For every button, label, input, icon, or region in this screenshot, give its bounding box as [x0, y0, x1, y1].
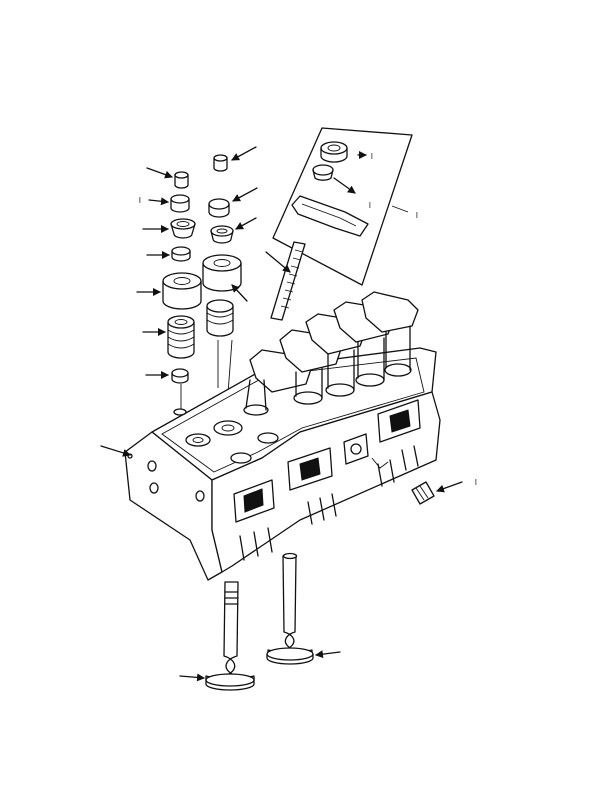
arrow-stud	[265, 251, 291, 273]
arrow-plug	[436, 481, 463, 493]
intake-stubs	[239, 445, 419, 561]
arrow-intake-valve	[179, 673, 205, 682]
callout-label-5: l	[475, 478, 477, 487]
inset-pivot-ball	[312, 164, 334, 181]
callout-label-2: l	[369, 201, 371, 210]
valve-seal-left	[170, 194, 190, 213]
callout-label-4: l	[139, 196, 141, 205]
spring-damper-right	[202, 254, 242, 292]
bolt-hole-1	[173, 408, 187, 416]
cylinder-head-block	[124, 291, 441, 581]
rocker-arm-5	[361, 291, 419, 377]
arrow-head-block	[100, 445, 131, 457]
valve-keeper-right	[213, 154, 228, 172]
valve-seal-right	[208, 198, 230, 218]
spring-seat-left	[171, 368, 189, 384]
callout-label-1: l	[371, 152, 373, 161]
intake-valve	[205, 581, 255, 691]
exhaust-port-2	[287, 447, 333, 491]
valve-bore-1	[213, 420, 243, 436]
side-face-boss	[371, 457, 389, 469]
arrow-seal-right	[232, 187, 258, 202]
exhaust-valve	[266, 552, 314, 665]
rocker-stud	[270, 241, 306, 321]
rotator-left	[171, 246, 191, 262]
inset-rocker-arm	[291, 195, 369, 237]
inset-leader	[391, 205, 409, 213]
valve-bore-3	[257, 432, 279, 444]
arrow-seal-left	[148, 197, 169, 206]
exhaust-port-3	[343, 433, 369, 465]
spring-damper-left	[162, 272, 202, 310]
arrow-keeper-right	[231, 146, 257, 161]
inset-arrow-pivot	[333, 177, 356, 194]
callout-label-3: l	[416, 211, 418, 220]
spring-retainer-right	[210, 225, 234, 244]
arrow-retainer-right	[235, 217, 257, 230]
valve-keeper-left	[174, 171, 189, 189]
exhaust-port-4	[377, 399, 421, 443]
arrow-exhaust-valve	[315, 650, 341, 659]
spring-retainer-left	[170, 218, 196, 239]
inset-adjusting-nut	[320, 141, 348, 163]
valve-spring-left	[167, 315, 195, 359]
threaded-plug	[411, 481, 435, 505]
rocker-arm-inset-panel	[272, 127, 413, 286]
valve-bore-4	[230, 452, 252, 464]
exhaust-port-1	[233, 479, 275, 523]
arrow-damper-right	[231, 284, 248, 302]
valve-spring-right	[206, 299, 234, 337]
valve-bore-2	[185, 433, 211, 447]
arrow-keeper-left	[146, 167, 173, 179]
